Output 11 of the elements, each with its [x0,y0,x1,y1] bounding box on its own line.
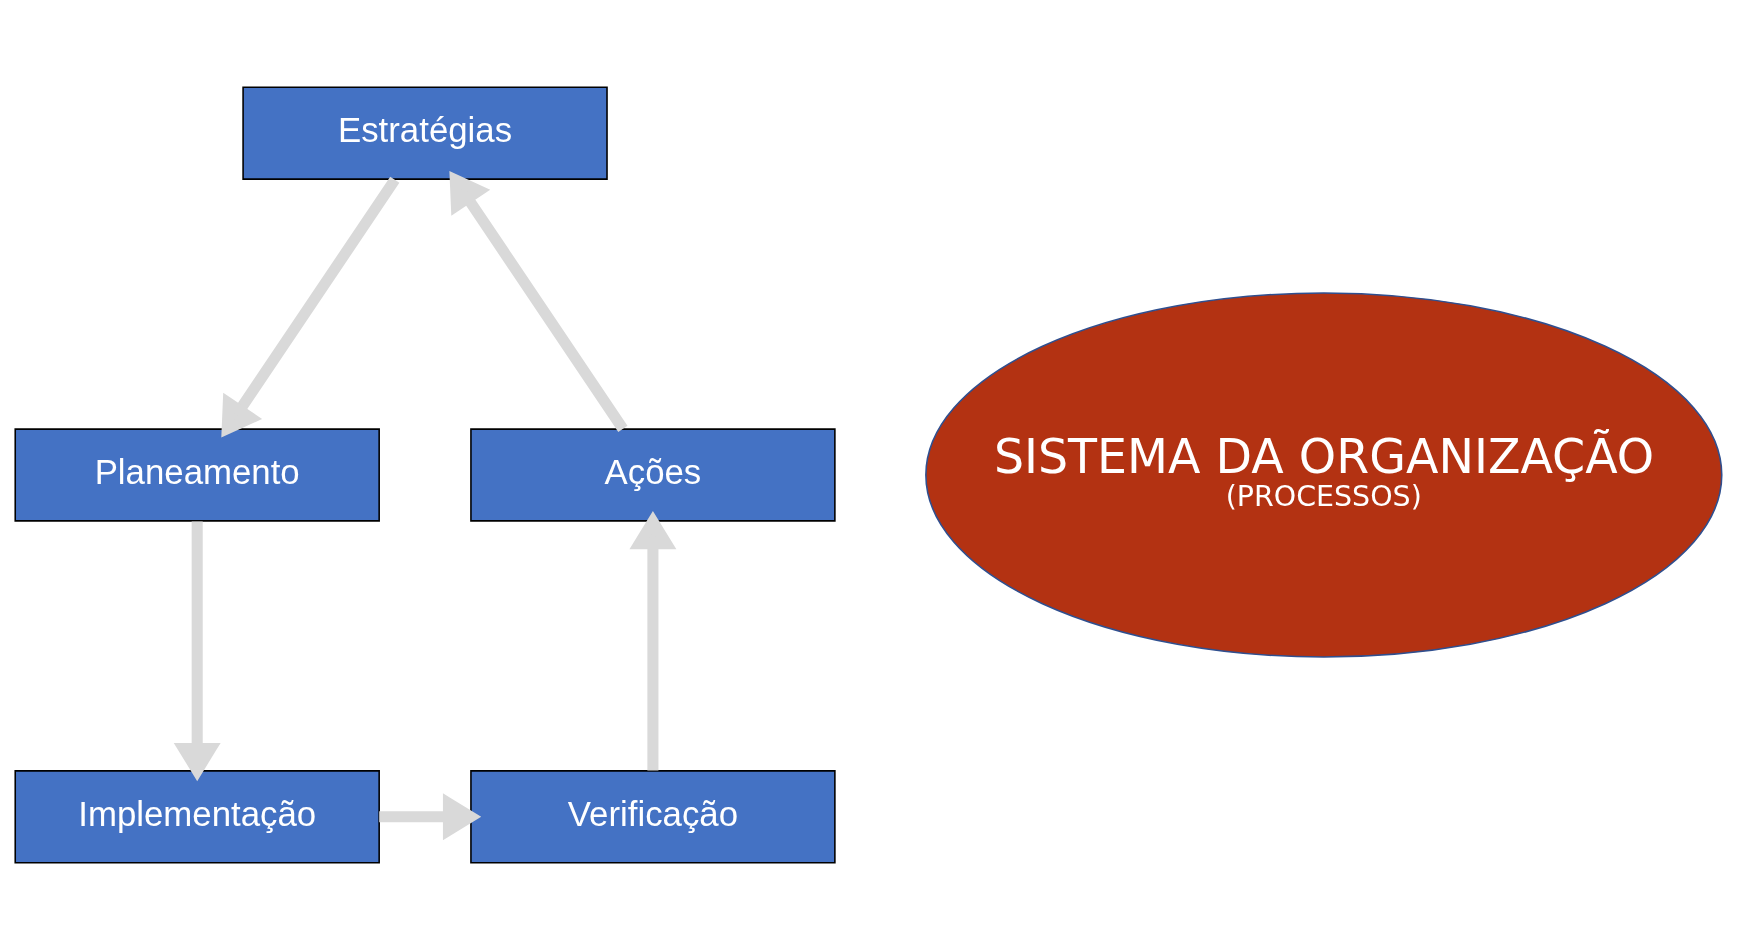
arrow [173,521,221,781]
node-box: Ações [470,427,836,522]
node-box: Estratégias [242,86,608,180]
node-box: Implementação [14,769,380,863]
arrow [629,510,677,771]
arrow [221,176,400,438]
node-box: Planeamento [14,427,380,522]
arrow [449,170,628,432]
node-ellipse: SISTEMA DA ORGANIZAÇÃO (PROCESSOS) [925,291,1723,658]
arrow [379,792,482,840]
node-box: Verificação [470,769,836,863]
